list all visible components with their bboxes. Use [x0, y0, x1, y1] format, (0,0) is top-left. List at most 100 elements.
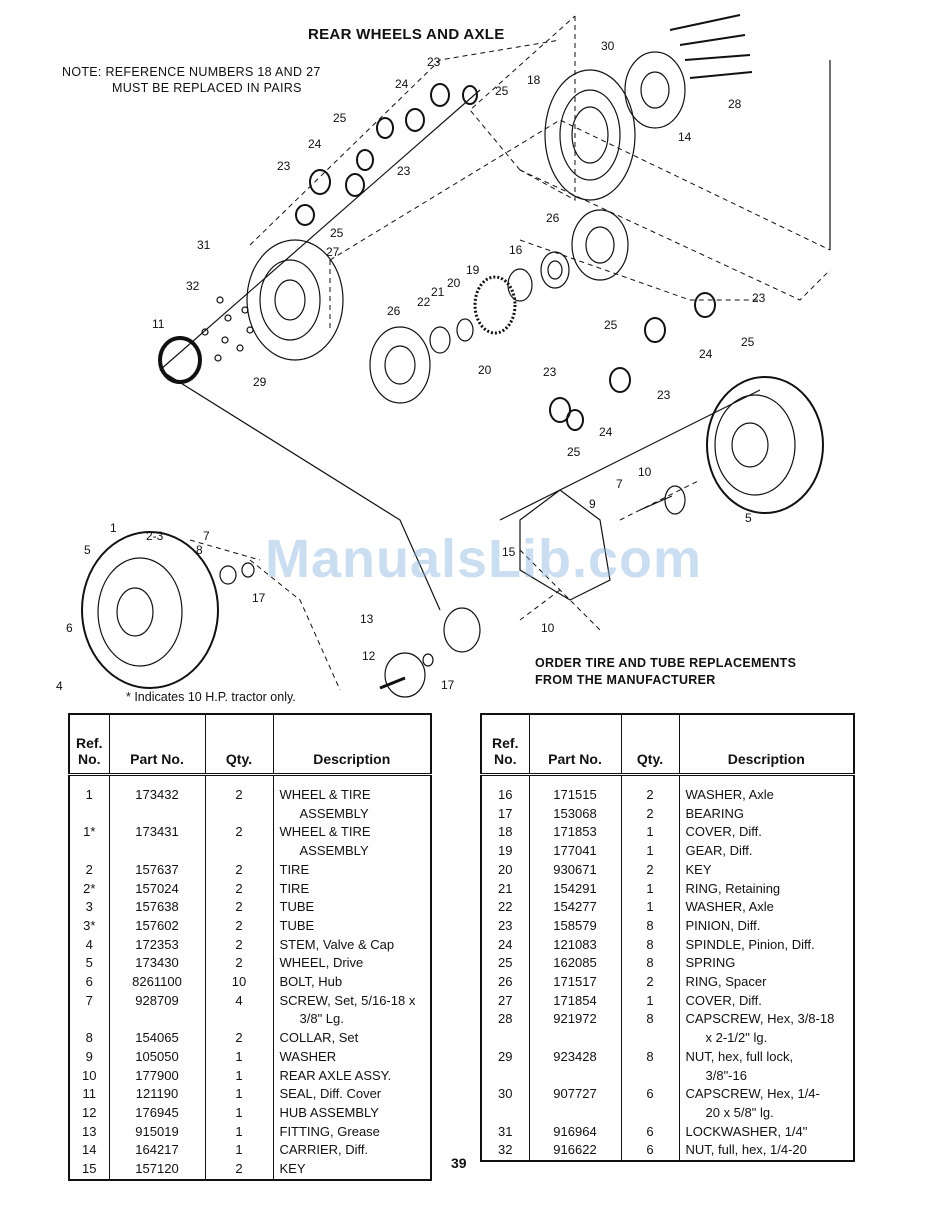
callout-23: 23	[277, 159, 291, 173]
description-cell: RING, Retaining	[679, 880, 854, 899]
ref-cell: 1	[69, 786, 110, 824]
callout-32: 32	[186, 279, 200, 293]
page-number: 39	[451, 1155, 467, 1171]
callout-10: 10	[638, 465, 652, 479]
ref-cell: 28	[481, 1010, 530, 1048]
ref-cell: 29	[481, 1047, 530, 1086]
description-cell: LOCKWASHER, 1/4"	[679, 1123, 854, 1142]
description-cell: SPINDLE, Pinion, Diff.	[679, 936, 854, 955]
part-number-cell: 172353	[109, 935, 206, 955]
description-cell: SPRING	[679, 954, 854, 973]
order-note-line-2: FROM THE MANUFACTURER	[535, 673, 716, 687]
part-number-cell: 173431	[109, 823, 206, 861]
quantity-cell: 6	[621, 1122, 680, 1142]
ref-cell: 18	[481, 823, 530, 843]
header-ref: Ref.No.	[481, 714, 530, 776]
description-cell: COVER, Diff.	[679, 992, 854, 1011]
quantity-cell: 2	[621, 786, 680, 805]
description-line-1: HUB ASSEMBLY	[279, 1104, 379, 1120]
note: NOTE: REFERENCE NUMBERS 18 AND 27 MUST B…	[62, 64, 321, 96]
description-line-1: CAPSCREW, Hex, 3/8-18	[685, 1011, 835, 1027]
order-note-line-1: ORDER TIRE AND TUBE REPLACEMENTS	[535, 656, 797, 670]
callout-21: 21	[431, 285, 445, 299]
ref-cell: 23	[481, 916, 530, 936]
part-number-cell: 154291	[529, 879, 622, 899]
description-cell: FITTING, Grease	[273, 1123, 431, 1142]
callout-25: 25	[567, 445, 581, 459]
ref-cell: 26	[481, 973, 530, 992]
callout-23: 23	[752, 291, 766, 305]
part-number-cell: 154065	[109, 1029, 206, 1048]
callout-25: 25	[333, 111, 347, 125]
description-cell: SEAL, Diff. Cover	[273, 1085, 431, 1104]
quantity-cell: 6	[621, 1085, 680, 1123]
ref-cell: 2	[69, 860, 110, 880]
ref-cell: 25	[481, 954, 530, 974]
ref-cell: 12	[69, 1103, 110, 1123]
part-number-cell: 173432	[109, 786, 206, 824]
description-line-1: SEAL, Diff. Cover	[279, 1086, 382, 1102]
part-number-cell: 162085	[529, 954, 622, 974]
callout-5: 5	[84, 543, 91, 557]
callout-26: 26	[546, 211, 560, 225]
callout-9: 9	[589, 497, 596, 511]
callout-23: 23	[657, 388, 671, 402]
callout-30: 30	[601, 39, 615, 53]
description-line-1: BOLT, Hub	[279, 974, 343, 990]
description-line-1: SCREW, Set, 5/16-18 x	[279, 992, 416, 1008]
description-line-1: LOCKWASHER, 1/4"	[685, 1123, 808, 1139]
callout-13: 13	[360, 612, 374, 626]
description-line-1: TUBE	[279, 899, 315, 915]
description-line-1: WHEEL & TIRE	[279, 824, 371, 840]
header-description: Description	[679, 714, 854, 776]
ref-cell: 27	[481, 991, 530, 1011]
part-number-cell: 121190	[109, 1085, 206, 1104]
quantity-cell: 2	[205, 916, 274, 936]
part-number-cell: 915019	[109, 1122, 206, 1142]
callout-24: 24	[308, 137, 322, 151]
quantity-cell: 2	[205, 786, 274, 824]
callout-25: 25	[495, 84, 509, 98]
callout-23: 23	[543, 365, 557, 379]
quantity-cell: 2	[205, 898, 274, 917]
callout-6: 6	[66, 621, 73, 635]
header-qty: Qty.	[621, 714, 680, 776]
ref-cell: 3	[69, 898, 110, 917]
description-line-1: STEM, Valve & Cap	[279, 936, 395, 952]
quantity-cell: 1	[621, 823, 680, 843]
quantity-cell: 10	[205, 973, 274, 992]
part-number-cell: 8261100	[109, 973, 206, 992]
ref-cell: 9	[69, 1047, 110, 1067]
quantity-cell: 2	[205, 1029, 274, 1048]
description-line-1: TIRE	[279, 880, 310, 896]
header-qty: Qty.	[205, 714, 274, 776]
callout-25: 25	[330, 226, 344, 240]
part-number-cell: 158579	[529, 916, 622, 936]
quantity-cell: 1	[621, 842, 680, 861]
part-number-cell: 157024	[109, 879, 206, 899]
part-number-cell: 154277	[529, 898, 622, 917]
description-line-1: KEY	[685, 861, 712, 877]
description-cell: KEY	[679, 861, 854, 880]
description-line-1: WASHER, Axle	[685, 899, 774, 915]
description-cell: CARRIER, Diff.	[273, 1141, 431, 1160]
callout-24: 24	[599, 425, 613, 439]
description-cell: WHEEL, Drive	[273, 954, 431, 973]
part-number-cell: 930671	[529, 860, 622, 880]
